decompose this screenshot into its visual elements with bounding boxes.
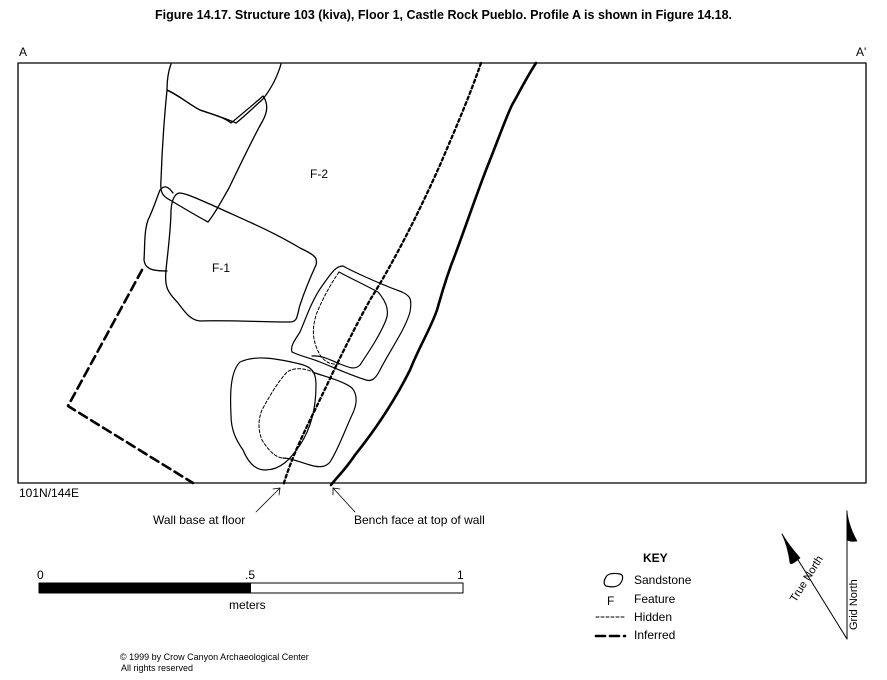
grid-north-arrowhead-icon xyxy=(846,510,858,542)
bench-face-line xyxy=(329,61,538,487)
profile-end-label: A' xyxy=(856,45,867,59)
key-feature-symbol: F xyxy=(607,594,615,608)
profile-start-label: A xyxy=(19,45,28,59)
scale-unit-label: meters xyxy=(229,598,266,612)
copyright-line-2: All rights reserved xyxy=(121,663,194,673)
sandstone-sliver xyxy=(143,186,174,272)
key-label-feature: Feature xyxy=(634,592,676,606)
inferred-wall-line xyxy=(66,268,195,485)
sandstone-square-inner xyxy=(311,271,389,369)
copyright-line-1: © 1999 by Crow Canyon Archaeological Cen… xyxy=(120,652,309,662)
hidden-stone-edge-lower xyxy=(258,368,316,459)
scale-tick-half: .5 xyxy=(245,568,256,582)
key-title: KEY xyxy=(643,551,668,565)
wall-base-line xyxy=(281,61,483,488)
grid-north-label: Grid North xyxy=(848,579,860,630)
hidden-stone-edge-upper xyxy=(312,271,341,365)
sandstone-top xyxy=(166,63,282,124)
wall-base-arrow xyxy=(255,487,281,513)
datum-label: 101N/144E xyxy=(19,486,80,500)
feature-label-f1: F-1 xyxy=(212,261,230,275)
key-label-hidden: Hidden xyxy=(634,610,673,624)
scale-bar-filled-segment xyxy=(39,583,251,593)
sandstone-lower-round xyxy=(229,357,317,471)
bench-face-arrow xyxy=(332,487,356,513)
bench-face-annotation: Bench face at top of wall xyxy=(354,513,485,527)
sandstone-lower-outer xyxy=(282,372,357,468)
scale-tick-0: 0 xyxy=(37,568,44,582)
wall-base-annotation: Wall base at floor xyxy=(153,513,246,527)
key-label-inferred: Inferred xyxy=(634,628,676,642)
sandstone-f1 xyxy=(164,192,318,323)
sandstone-square-upper xyxy=(290,265,412,382)
scale-tick-1: 1 xyxy=(457,568,464,582)
key-sandstone-icon xyxy=(603,572,624,588)
true-north-arrowhead-icon xyxy=(781,533,801,565)
key-label-sandstone: Sandstone xyxy=(634,573,692,587)
map-border xyxy=(17,62,867,484)
feature-label-f2: F-2 xyxy=(310,167,328,181)
figure-title: Figure 14.17. Structure 103 (kiva), Floo… xyxy=(154,8,733,22)
